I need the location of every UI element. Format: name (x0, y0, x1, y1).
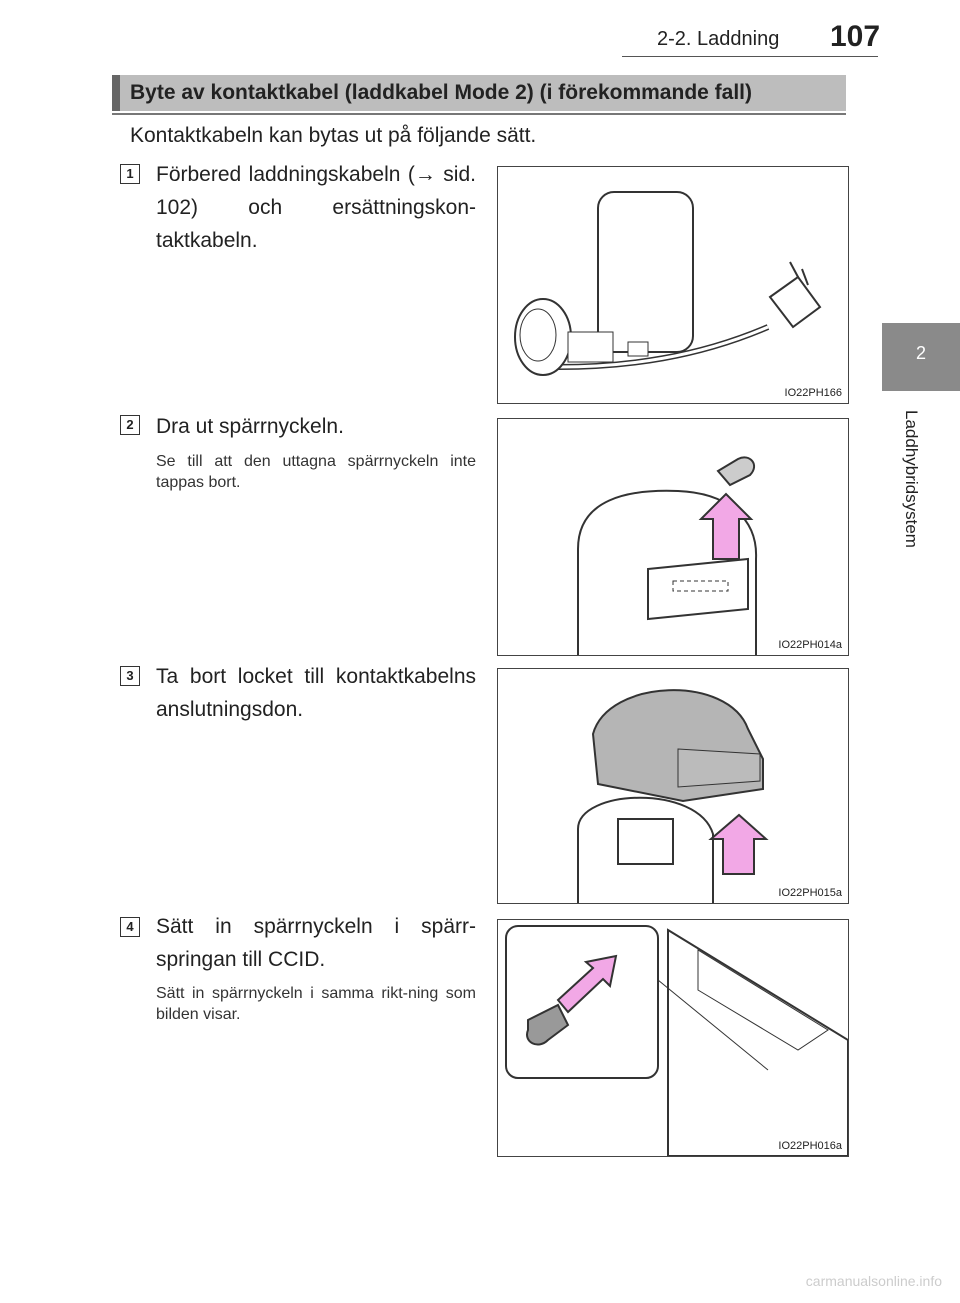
section-rule (112, 113, 846, 115)
intro-text: Kontaktkabeln kan bytas ut på följande s… (130, 124, 537, 147)
figure-code-2: IO22PH014a (778, 639, 842, 651)
step-number-1: 1 (120, 164, 140, 184)
lock-key-removal-illustration (577, 456, 758, 655)
step-text-4: Sätt in spärrnyckeln i spärr-springan ti… (156, 915, 476, 971)
watermark: carmanualsonline.info (805, 1273, 942, 1289)
figure-step-1: IO22PH166 (497, 166, 849, 404)
header-rule (622, 56, 878, 57)
chapter-tab: 2 (882, 323, 960, 391)
chapter-number: 2 (915, 343, 926, 363)
step-note-2: Se till att den uttagna spärrnyckeln int… (156, 453, 476, 491)
figure-step-2: IO22PH014a (497, 418, 849, 656)
step-text-1: Förbered laddningskabeln (→ sid. 102) oc… (156, 163, 476, 252)
section-header: 2-2. Laddning (657, 28, 780, 50)
step-number-2: 2 (120, 415, 140, 435)
step-number-3: 3 (120, 666, 140, 686)
step-note-4: Sätt in spärrnyckeln i samma rikt-ning s… (156, 985, 476, 1023)
step-text-2: Dra ut spärrnyckeln. (156, 415, 344, 438)
figure-step-4: IO22PH016a (497, 919, 849, 1157)
charging-cable-illustration (514, 191, 822, 376)
step-number-4: 4 (120, 917, 140, 937)
step-text-3: Ta bort locket till kontaktkabelns anslu… (156, 665, 476, 721)
figure-code-3: IO22PH015a (778, 887, 842, 899)
page-number: 107 (830, 20, 881, 53)
figure-code-1: IO22PH166 (784, 387, 842, 399)
section-title: Byte av kontaktkabel (laddkabel Mode 2) … (130, 81, 752, 104)
chapter-title: Laddhybridsystem (902, 410, 921, 548)
figure-code-4: IO22PH016a (778, 1140, 842, 1152)
figure-step-3: IO22PH015a (497, 668, 849, 904)
section-title-banner: Byte av kontaktkabel (laddkabel Mode 2) … (112, 75, 846, 111)
connector-cover-removal-illustration (577, 689, 769, 903)
lock-key-insertion-illustration (505, 925, 848, 1156)
